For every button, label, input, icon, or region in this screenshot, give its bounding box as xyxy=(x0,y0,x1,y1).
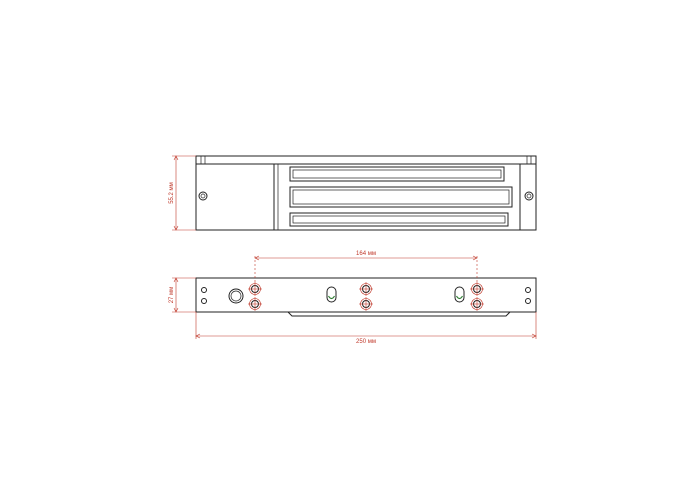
front-top-rail xyxy=(195,155,537,165)
dimension-height-bottom: 27 мм xyxy=(169,277,196,313)
core-slot-top xyxy=(289,166,505,182)
core-slot-bottom xyxy=(289,212,509,227)
hole-icon xyxy=(525,287,531,293)
dimension-label-overall-length: 250 мм xyxy=(356,339,376,345)
hole-icon xyxy=(525,298,531,304)
slot-icon xyxy=(454,286,465,303)
cable-grommet-icon xyxy=(228,288,244,304)
dimension-label-height-front: 55.2 мм xyxy=(169,182,175,204)
hole-icon xyxy=(201,298,207,304)
dimension-overall-length: 250 мм xyxy=(195,312,537,345)
dimension-hole-spacing: 164 мм xyxy=(254,251,478,283)
hole-icon xyxy=(201,287,207,293)
screw-hole-icon xyxy=(248,282,262,296)
screw-hole-icon xyxy=(248,297,262,311)
screw-hole-icon xyxy=(470,297,484,311)
dimension-label-height-bottom: 27 мм xyxy=(169,287,175,304)
mounting-plate xyxy=(195,277,537,313)
core-slot-middle xyxy=(289,186,513,208)
screw-hole-icon xyxy=(359,282,373,296)
screw-icon xyxy=(524,191,534,201)
screw-hole-icon xyxy=(359,297,373,311)
front-view xyxy=(195,155,537,231)
dimension-height-front: 55.2 мм xyxy=(169,155,196,231)
screw-icon xyxy=(198,191,208,201)
front-body xyxy=(195,163,537,231)
dimension-label-hole-spacing: 164 мм xyxy=(356,251,376,257)
screw-hole-icon xyxy=(470,282,484,296)
slot-icon xyxy=(326,286,337,303)
bottom-view xyxy=(195,277,537,317)
